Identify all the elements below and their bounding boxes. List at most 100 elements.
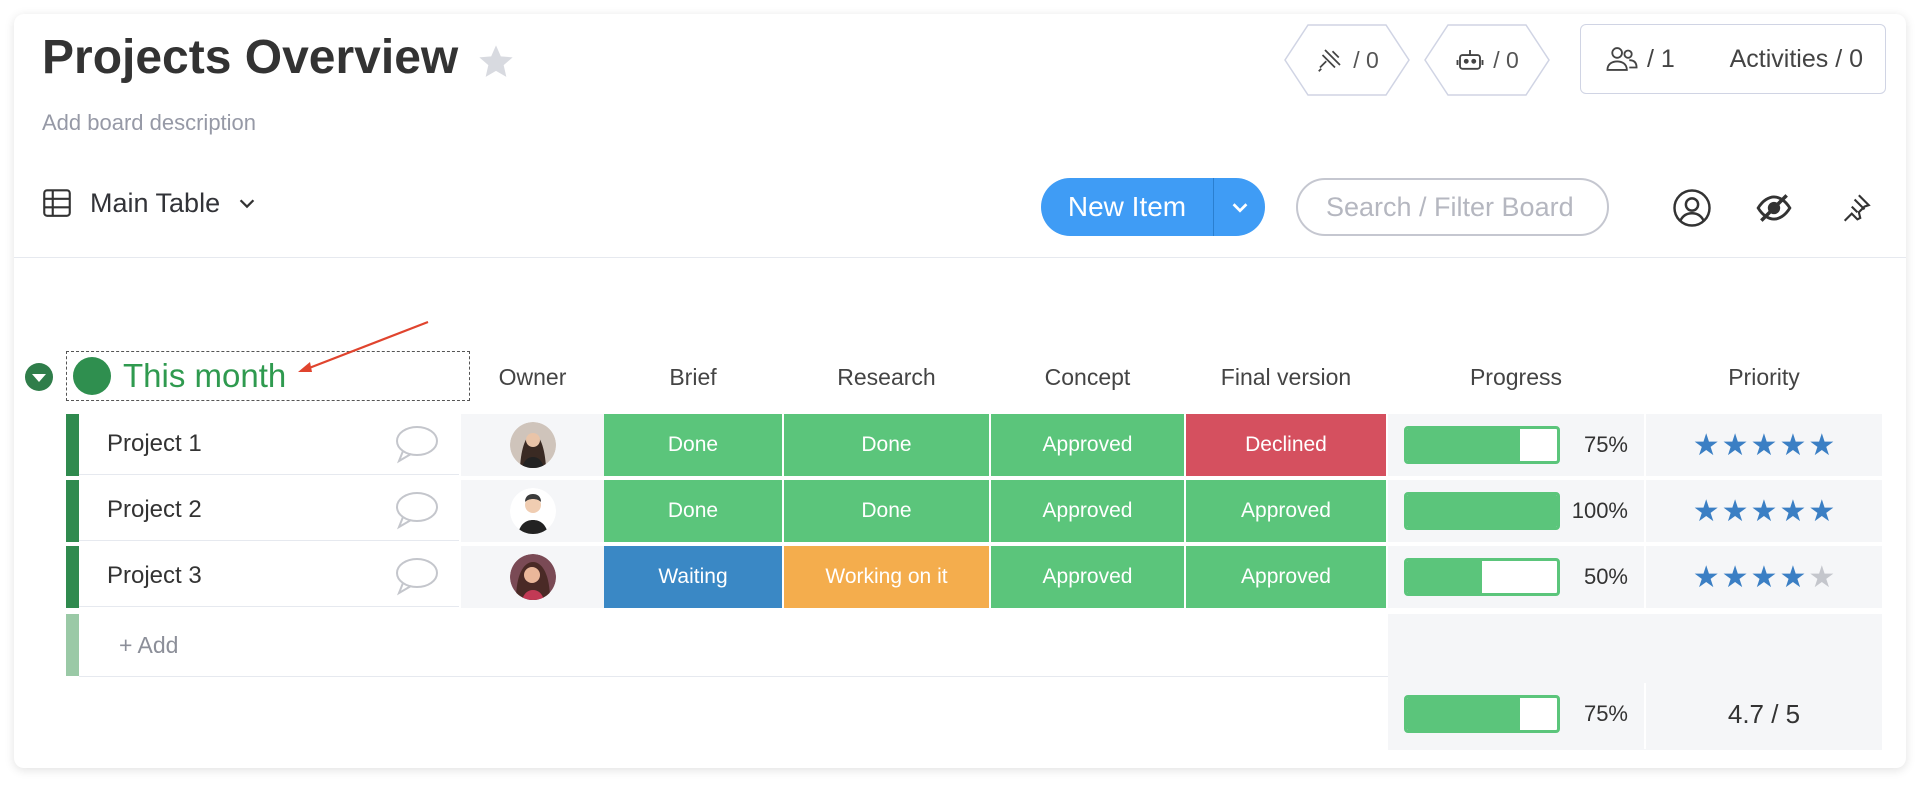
column-header-research[interactable]: Research bbox=[837, 364, 936, 390]
status-cell-final-version[interactable]: Declined bbox=[1186, 414, 1386, 476]
star-icon[interactable]: ★ bbox=[1721, 560, 1749, 594]
item-name[interactable]: Project 2 bbox=[107, 496, 202, 523]
status-cell-concept[interactable]: Approved bbox=[991, 480, 1184, 542]
progress-bar bbox=[1404, 426, 1560, 464]
avatar bbox=[509, 488, 556, 534]
column-header-brief[interactable]: Brief bbox=[669, 364, 717, 390]
integrations-button[interactable]: / 0 bbox=[1284, 24, 1410, 96]
progress-fill bbox=[1407, 561, 1482, 593]
row-color-bar bbox=[66, 480, 79, 542]
progress-cell: 100% bbox=[1388, 480, 1644, 542]
row-color-bar bbox=[66, 546, 79, 608]
eye-off-icon bbox=[1756, 194, 1792, 222]
status-cell-brief[interactable]: Done bbox=[604, 414, 782, 476]
automations-count: / 0 bbox=[1493, 46, 1519, 73]
star-icon[interactable]: ★ bbox=[1750, 494, 1778, 528]
person-icon bbox=[1673, 189, 1711, 227]
status-cell-final-version[interactable]: Approved bbox=[1186, 546, 1386, 608]
summary-progress-percent: 75% bbox=[1583, 701, 1628, 726]
avatar bbox=[509, 554, 556, 600]
new-item-dropdown[interactable] bbox=[1214, 196, 1265, 218]
progress-percent: 50% bbox=[1583, 564, 1628, 589]
comment-icon[interactable] bbox=[393, 423, 439, 465]
collapse-group-icon[interactable] bbox=[24, 362, 54, 392]
progress-bar bbox=[1404, 558, 1560, 596]
new-item-button[interactable]: New Item bbox=[1041, 178, 1265, 236]
status-cell-research[interactable]: Working on it bbox=[784, 546, 989, 608]
column-header-owner[interactable]: Owner bbox=[498, 364, 567, 390]
chevron-down-icon bbox=[1232, 203, 1247, 213]
board-description[interactable]: Add board description bbox=[42, 110, 257, 135]
star-icon[interactable]: ★ bbox=[1779, 494, 1807, 528]
star-icon[interactable]: ★ bbox=[1750, 560, 1778, 594]
status-cell-brief[interactable]: Waiting bbox=[604, 546, 782, 608]
priority-rating[interactable]: ★★★★★ bbox=[1646, 480, 1882, 542]
group-header[interactable]: This month bbox=[66, 351, 470, 401]
star-icon[interactable]: ★ bbox=[1808, 560, 1836, 594]
star-icon[interactable]: ★ bbox=[1808, 428, 1836, 462]
progress-fill bbox=[1407, 698, 1520, 730]
table-row-name[interactable]: Project 3 bbox=[79, 546, 459, 607]
pin-button[interactable] bbox=[1834, 186, 1878, 230]
board-title[interactable]: Projects Overview bbox=[42, 31, 459, 84]
item-name[interactable]: Project 3 bbox=[107, 562, 202, 589]
comment-icon[interactable] bbox=[393, 555, 439, 597]
table-row-name[interactable]: Project 2 bbox=[79, 480, 459, 541]
status-cell-concept[interactable]: Approved bbox=[991, 414, 1184, 476]
robot-icon bbox=[1456, 50, 1484, 70]
members-activities-box[interactable]: / 1 Activities / 0 bbox=[1580, 24, 1886, 94]
activities-label[interactable]: Activities / 0 bbox=[1729, 44, 1863, 73]
avatar bbox=[509, 422, 556, 468]
progress-percent: 75% bbox=[1583, 432, 1628, 457]
integrations-count: / 0 bbox=[1353, 46, 1379, 73]
owner-cell[interactable] bbox=[461, 480, 604, 542]
chevron-down-icon[interactable] bbox=[236, 192, 258, 214]
owner-cell[interactable] bbox=[461, 414, 604, 476]
view-label: Main Table bbox=[90, 187, 221, 218]
group-color-dot[interactable] bbox=[73, 357, 111, 395]
status-cell-brief[interactable]: Done bbox=[604, 480, 782, 542]
star-icon[interactable]: ★ bbox=[1750, 428, 1778, 462]
automations-button[interactable]: / 0 bbox=[1424, 24, 1550, 96]
star-icon[interactable]: ★ bbox=[1692, 494, 1720, 528]
add-item-row[interactable]: + Add bbox=[79, 614, 1388, 677]
plug-icon bbox=[1318, 49, 1341, 72]
status-cell-research[interactable]: Done bbox=[784, 480, 989, 542]
progress-cell: 75% bbox=[1388, 414, 1644, 476]
column-header-final-version[interactable]: Final version bbox=[1220, 364, 1352, 390]
priority-rating[interactable]: ★★★★★ bbox=[1646, 546, 1882, 608]
column-header-concept[interactable]: Concept bbox=[1044, 364, 1131, 390]
item-name[interactable]: Project 1 bbox=[107, 430, 202, 457]
column-header-priority[interactable]: Priority bbox=[1728, 364, 1800, 390]
status-cell-final-version[interactable]: Approved bbox=[1186, 480, 1386, 542]
view-tab-main-table[interactable]: Main Table bbox=[40, 186, 258, 220]
column-header-progress[interactable]: Progress bbox=[1469, 364, 1563, 390]
comment-icon[interactable] bbox=[393, 489, 439, 531]
annotation-arrow bbox=[298, 320, 429, 372]
star-icon[interactable]: ★ bbox=[1779, 428, 1807, 462]
progress-cell: 50% bbox=[1388, 546, 1644, 608]
group-title[interactable]: This month bbox=[123, 357, 287, 394]
search-input[interactable] bbox=[1296, 178, 1609, 236]
person-filter-button[interactable] bbox=[1670, 186, 1714, 230]
priority-rating[interactable]: ★★★★★ bbox=[1646, 414, 1882, 476]
star-icon[interactable]: ★ bbox=[1721, 428, 1749, 462]
progress-fill bbox=[1407, 495, 1557, 527]
summary-divider bbox=[1644, 683, 1646, 749]
hide-columns-button[interactable] bbox=[1752, 186, 1796, 230]
favorite-star-icon[interactable] bbox=[476, 42, 516, 82]
star-icon[interactable]: ★ bbox=[1692, 560, 1720, 594]
status-cell-concept[interactable]: Approved bbox=[991, 546, 1184, 608]
owner-cell[interactable] bbox=[461, 546, 604, 608]
star-icon[interactable]: ★ bbox=[1808, 494, 1836, 528]
add-item-label[interactable]: + Add bbox=[119, 631, 179, 658]
star-icon[interactable]: ★ bbox=[1721, 494, 1749, 528]
add-row-color-bar bbox=[66, 614, 79, 676]
progress-fill bbox=[1407, 429, 1520, 461]
star-icon[interactable]: ★ bbox=[1692, 428, 1720, 462]
star-icon[interactable]: ★ bbox=[1779, 560, 1807, 594]
members-count: / 1 bbox=[1647, 44, 1675, 73]
table-row-name[interactable]: Project 1 bbox=[79, 414, 459, 475]
status-cell-research[interactable]: Done bbox=[784, 414, 989, 476]
new-item-label: New Item bbox=[1067, 191, 1187, 222]
